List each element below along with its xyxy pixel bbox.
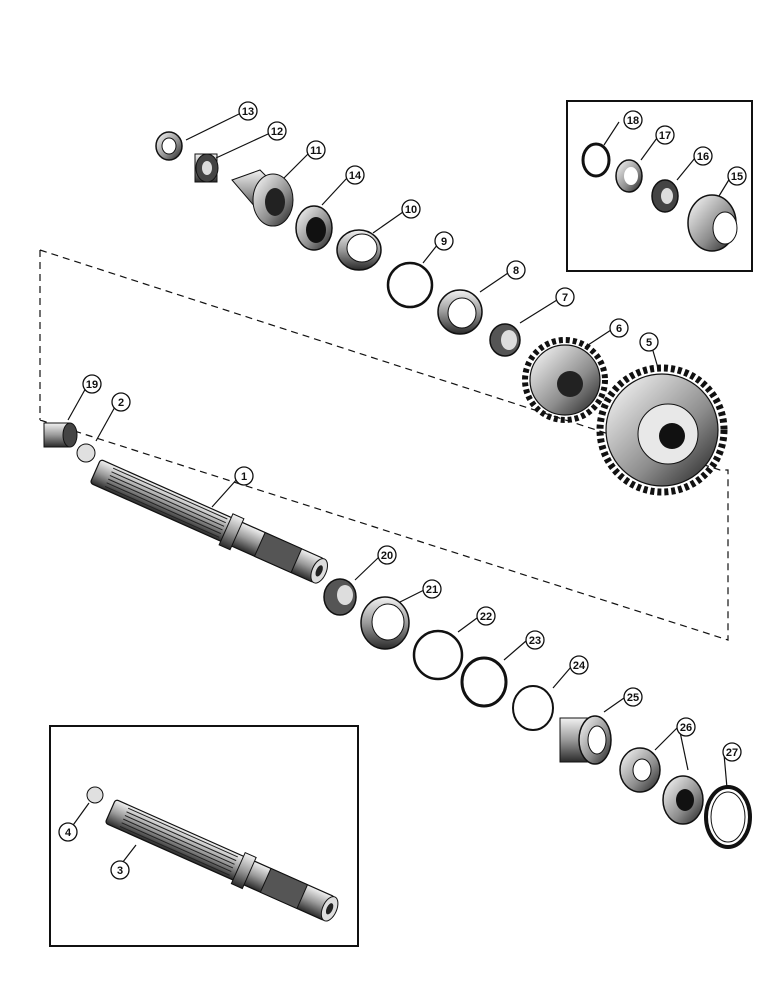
svg-text:20: 20 [381,550,393,562]
part-18-seal [581,142,611,178]
inset-box-top-right [566,100,753,272]
gear-small [522,337,608,423]
callout-7: 7 [555,287,575,307]
callout-6: 6 [609,318,629,338]
svg-text:2: 2 [118,397,124,409]
alternate-shaft [105,799,339,922]
part-20-cone [323,578,357,616]
svg-text:26: 26 [680,722,692,734]
callout-4: 4 [58,822,78,842]
svg-text:21: 21 [426,584,438,596]
svg-text:1: 1 [241,471,247,483]
svg-text:23: 23 [529,635,541,647]
svg-text:9: 9 [441,236,447,248]
part-25-sleeve [559,715,612,765]
callout-2: 2 [111,392,131,412]
svg-text:27: 27 [726,747,738,759]
callout-8: 8 [506,260,526,280]
callout-9: 9 [434,231,454,251]
svg-text:11: 11 [310,145,322,157]
callout-24: 24 [569,655,589,675]
callout-20: 20 [377,545,397,565]
svg-text:5: 5 [646,337,652,349]
callout-12: 12 [267,121,287,141]
part-21-cup [360,596,410,650]
part-12-bearing [194,153,219,183]
part-24-snap-ring [512,685,554,731]
part-27-ring [704,785,752,849]
callout-25: 25 [623,687,643,707]
callout-26: 26 [676,717,696,737]
part-13-seal [155,131,183,161]
callout-17: 17 [655,125,675,145]
svg-text:10: 10 [405,204,417,216]
callout-23: 23 [525,630,545,650]
svg-text:6: 6 [616,323,622,335]
svg-text:16: 16 [697,151,709,163]
part-19-bearing [43,422,78,448]
svg-text:12: 12 [271,126,283,138]
svg-text:14: 14 [349,170,362,182]
main-shaft [90,459,328,584]
svg-text:25: 25 [627,692,639,704]
callout-10: 10 [401,199,421,219]
assembly-guide-dashed-line [39,249,729,641]
part-14-bearing [295,205,333,251]
callout-5: 5 [639,332,659,352]
part-9-snap-ring [386,261,434,309]
svg-text:18: 18 [627,115,639,127]
part-16-bearing [651,179,679,213]
part-11-hub [231,169,294,227]
inset-box-bottom-left [49,725,359,947]
svg-text:7: 7 [562,292,568,304]
callout-16: 16 [693,146,713,166]
callout-13: 13 [238,101,258,121]
svg-text:24: 24 [573,660,586,672]
svg-text:22: 22 [480,611,492,623]
callout-14: 14 [345,165,365,185]
callout-3: 3 [110,860,130,880]
svg-text:8: 8 [513,265,519,277]
leader-lines [67,113,731,868]
callout-1: 1 [234,466,254,486]
part-17-ring [615,159,643,193]
callout-21: 21 [422,579,442,599]
callout-27: 27 [722,742,742,762]
part-22-shim [412,629,464,681]
callouts: 13 12 11 14 10 9 8 7 6 5 19 2 1 20 21 22… [58,101,747,880]
part-10-ring [336,229,382,271]
part-8-cup [437,289,483,335]
part-26-bearing-pair [619,747,704,825]
part-15-hub [687,194,738,252]
svg-text:19: 19 [86,379,98,391]
svg-text:17: 17 [659,130,671,142]
callout-18: 18 [623,110,643,130]
svg-text:15: 15 [731,171,743,183]
svg-text:13: 13 [242,106,254,118]
part-4-plug [86,786,104,804]
callout-22: 22 [476,606,496,626]
svg-text:4: 4 [65,827,72,839]
part-23-shim [460,656,508,708]
part-2-plug [76,443,96,463]
gear-large [596,364,728,496]
callout-15: 15 [727,166,747,186]
svg-text:3: 3 [117,865,123,877]
part-7-cone [489,323,521,357]
callout-11: 11 [306,140,326,160]
callout-19: 19 [82,374,102,394]
